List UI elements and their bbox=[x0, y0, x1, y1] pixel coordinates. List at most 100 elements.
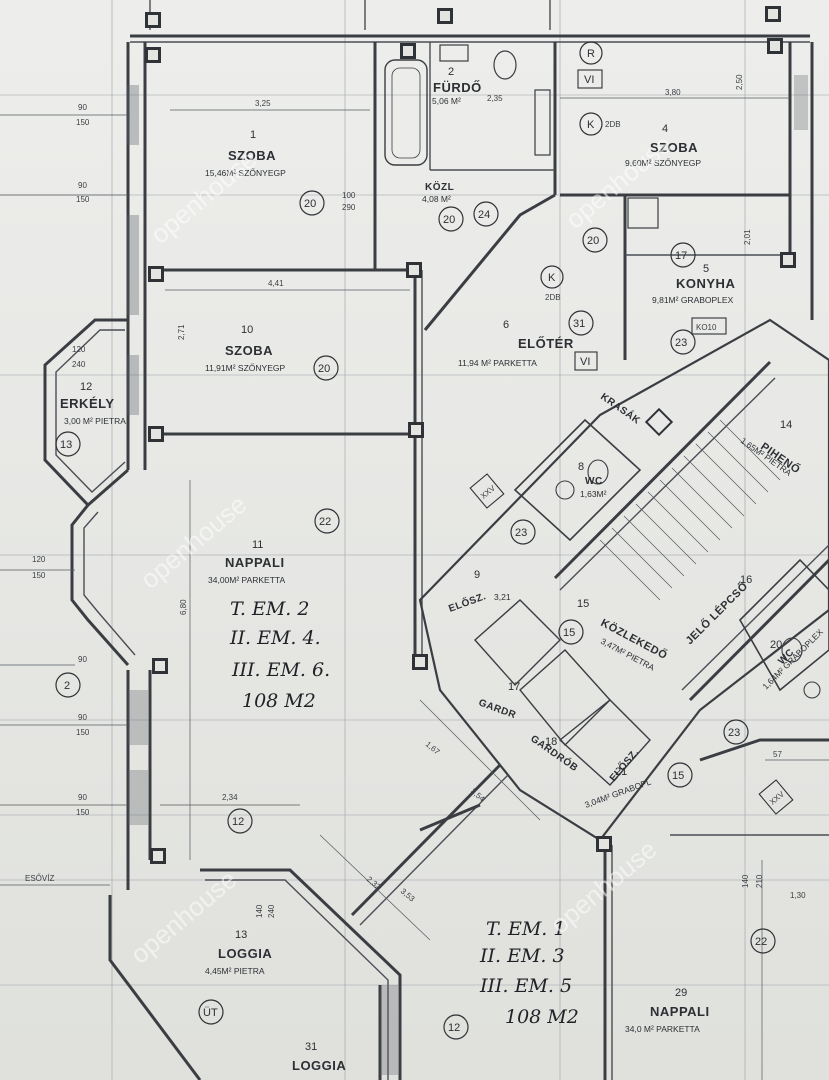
dim-150-c: 150 bbox=[32, 571, 46, 580]
handwritten-lower-line1: T. EM. 1 bbox=[486, 918, 565, 940]
room-11: 11 NAPPALI 34,00M² PARKETTA bbox=[208, 539, 285, 585]
room-9-number: 9 bbox=[474, 569, 480, 581]
structural-columns bbox=[145, 6, 796, 864]
dim-234: 2,34 bbox=[222, 793, 238, 802]
dim-354: 3,54 bbox=[469, 787, 487, 804]
watermark-1: openhouse bbox=[145, 144, 263, 250]
code-marker-room31: 12 bbox=[448, 1022, 460, 1034]
room-5-area: 9,81M² GRABOPLEX bbox=[652, 295, 734, 305]
lower-walls bbox=[108, 738, 829, 1080]
room-29-area: 34,0 M² PARKETTA bbox=[625, 1024, 700, 1034]
dim-150-d: 150 bbox=[76, 728, 90, 737]
room-3-area: 4,08 M² bbox=[422, 194, 451, 204]
handwritten-lower-line2: II. EM. 3 bbox=[479, 945, 565, 967]
room-21-number: 21 bbox=[615, 766, 627, 778]
handwritten-upper-line1: T. EM. 2 bbox=[230, 598, 309, 620]
dim-210: 210 bbox=[755, 874, 764, 888]
room-1-number: 1 bbox=[250, 129, 256, 141]
handwritten-upper-line4: 108 M2 bbox=[242, 690, 316, 712]
marker-xxv-right: XXV bbox=[768, 789, 787, 807]
room-17-number: 17 bbox=[508, 681, 520, 693]
room-18-number: 18 bbox=[545, 736, 557, 748]
room-4-area: 9,60M² SZŐNYEGP bbox=[625, 158, 701, 168]
room-12-name: ERKÉLY bbox=[60, 396, 115, 411]
dim-250: 2,50 bbox=[735, 74, 744, 90]
top-strip bbox=[130, 0, 810, 43]
dim-325: 3,25 bbox=[255, 99, 271, 108]
room-11-name: NAPPALI bbox=[225, 555, 285, 570]
dim-201: 2,01 bbox=[743, 229, 752, 245]
marker-k-upper-2db: 2DB bbox=[605, 120, 621, 129]
room-10-area: 11,91M² SZŐNYEGP bbox=[205, 363, 285, 373]
room-6-area: 11,94 M² PARKETTA bbox=[458, 358, 537, 368]
stair-core bbox=[418, 318, 829, 842]
dim-140-b: 140 bbox=[255, 904, 264, 918]
dim-271: 2,71 bbox=[177, 324, 186, 340]
dim-235: 2,35 bbox=[487, 94, 503, 103]
room-1: 1 SZOBA 15,46M² SZŐNYEGP bbox=[205, 129, 286, 178]
room-17-name: GARDR bbox=[477, 697, 518, 721]
exterior-walls bbox=[126, 42, 814, 890]
room-29: 29 NAPPALI 34,0 M² PARKETTA bbox=[625, 987, 709, 1034]
room-5: 5 KONYHA 9,81M² GRABOPLEX bbox=[652, 263, 735, 305]
code-marker-room4: 20 bbox=[587, 235, 599, 247]
balcony-outline bbox=[43, 318, 136, 666]
room-6-name: ELŐTÉR bbox=[518, 336, 574, 351]
code-marker-room6: 31 bbox=[573, 318, 585, 330]
dim-90-c: 90 bbox=[78, 655, 87, 664]
dim-167: 1,67 bbox=[424, 740, 442, 757]
room-9: 9 ELŐSZ. 3,21 bbox=[447, 569, 511, 615]
code-marker-23a: 23 bbox=[515, 527, 527, 539]
room-16-number: 16 bbox=[740, 574, 752, 586]
code-marker-room3: 20 bbox=[443, 214, 455, 226]
room-12-number: 12 bbox=[80, 381, 92, 393]
room-16-name: JELŐ LÉPCSŐ bbox=[683, 580, 751, 648]
handwritten-lower-line3: III. EM. 5 bbox=[479, 975, 572, 997]
room-14-number: 14 bbox=[780, 419, 792, 431]
dim-90-d: 90 bbox=[78, 713, 87, 722]
room-6: 6 ELŐTÉR 11,94 M² PARKETTA bbox=[458, 319, 574, 368]
dim-90-b: 90 bbox=[78, 181, 87, 190]
room-5-number: 5 bbox=[703, 263, 709, 275]
dimension-lines bbox=[0, 97, 829, 1080]
dim-150-b: 150 bbox=[76, 195, 90, 204]
room-3-name: KÖZL bbox=[425, 180, 454, 193]
room-13-name: LOGGIA bbox=[218, 946, 272, 961]
watermarks: openhouse openhouse openhouse openhouse … bbox=[125, 129, 678, 970]
code-markers: 20 20 24 20 17 31 20 13 22 23 23 15 15 2… bbox=[25, 41, 794, 1040]
code-marker-room15: 15 bbox=[563, 627, 575, 639]
dim-380: 3,80 bbox=[665, 88, 681, 97]
room-14: 14 PIHENŐ 1,65M² PIETRA bbox=[739, 419, 803, 478]
dim-680: 6,80 bbox=[179, 599, 188, 615]
room-1-name: SZOBA bbox=[228, 148, 276, 163]
code-marker-23c: 23 bbox=[728, 727, 740, 739]
room-2-number: 2 bbox=[448, 66, 454, 78]
marker-vi-lower: VI bbox=[580, 356, 590, 368]
room-5-name: KONYHA bbox=[676, 276, 735, 291]
handwritten-notes-lower: T. EM. 1 II. EM. 3 III. EM. 5 108 M2 bbox=[479, 918, 579, 1028]
dim-150-a: 150 bbox=[76, 118, 90, 127]
code-marker-room11: 22 bbox=[319, 516, 331, 528]
room-12-area: 3,00 M² PIETRA bbox=[64, 416, 126, 426]
room-10: 10 SZOBA 11,91M² SZŐNYEGP bbox=[205, 324, 285, 373]
room-8: 8 WC 1,63M² bbox=[578, 461, 607, 499]
dim-232: 2,32 bbox=[365, 875, 383, 892]
room-4-name: SZOBA bbox=[650, 140, 698, 155]
room-10-name: SZOBA bbox=[225, 343, 273, 358]
code-marker-23b: 23 bbox=[675, 337, 687, 349]
handwritten-upper-line3: III. EM. 6. bbox=[231, 659, 330, 681]
code-marker-15b: 15 bbox=[672, 770, 684, 782]
room-13: 13 LOGGIA 4,45M² PIETRA bbox=[205, 929, 272, 976]
room-29-number: 29 bbox=[675, 987, 687, 999]
room-8-number: 8 bbox=[578, 461, 584, 473]
marker-r: R bbox=[587, 48, 595, 60]
handwritten-notes-upper: T. EM. 2 II. EM. 4. III. EM. 6. 108 M2 bbox=[229, 598, 330, 712]
room-1-area: 15,46M² SZŐNYEGP bbox=[205, 168, 286, 178]
room-21: 21 ELŐSZ. 3,04M² GRABOPL bbox=[583, 746, 652, 810]
room-12: 12 ERKÉLY 3,00 M² PIETRA bbox=[60, 381, 126, 426]
marker-vi-upper: VI bbox=[584, 74, 594, 86]
dim-120-b: 120 bbox=[32, 555, 46, 564]
